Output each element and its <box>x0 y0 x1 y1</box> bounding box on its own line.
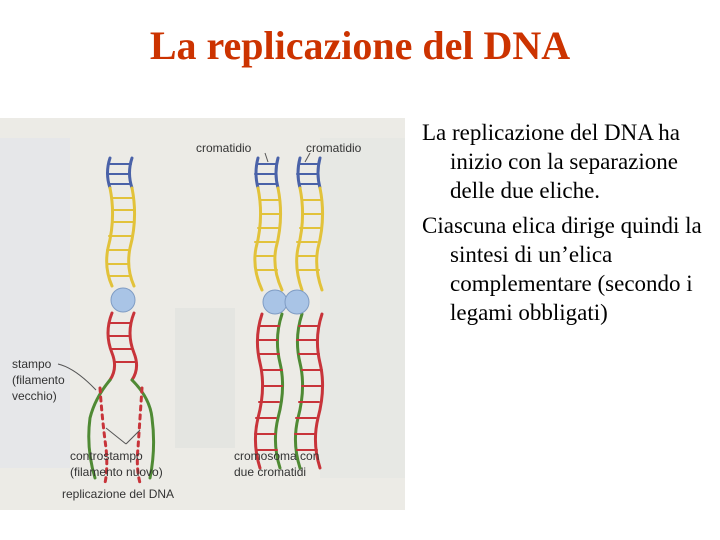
centromere-right-a <box>263 290 287 314</box>
label-stampo-line3: vecchio) <box>12 389 57 403</box>
centromere-left <box>111 288 135 312</box>
faded-panel-middle <box>175 308 235 448</box>
dna-replication-figure: cromatidio cromatidio stampo (filamento … <box>0 118 405 510</box>
label-cromatidio-1: cromatidio <box>196 141 252 155</box>
centromere-right-b <box>285 290 309 314</box>
label-stampo: stampo <box>12 357 52 371</box>
label-cromatidio-2: cromatidio <box>306 141 362 155</box>
label-controstampo: controstampo <box>70 449 143 463</box>
label-controstampo-line2: (filamento nuovo) <box>70 465 163 479</box>
faded-panel-left <box>0 138 70 468</box>
dna-replication-illustration: cromatidio cromatidio stampo (filamento … <box>0 118 405 510</box>
paragraph-separation: La replicazione del DNA ha inizio con la… <box>422 118 714 205</box>
label-cromosoma: cromosoma con <box>234 449 319 463</box>
label-stampo-line2: (filamento <box>12 373 65 387</box>
slide-body: La replicazione del DNA ha inizio con la… <box>422 118 714 333</box>
slide-title: La replicazione del DNA <box>0 18 720 74</box>
paragraph-synthesis: Ciascuna elica dirige quindi la sintesi … <box>422 211 714 327</box>
figure-caption: replicazione del DNA <box>62 487 174 501</box>
faded-panel-right <box>320 138 405 478</box>
label-cromosoma-line2: due cromatidi <box>234 465 306 479</box>
